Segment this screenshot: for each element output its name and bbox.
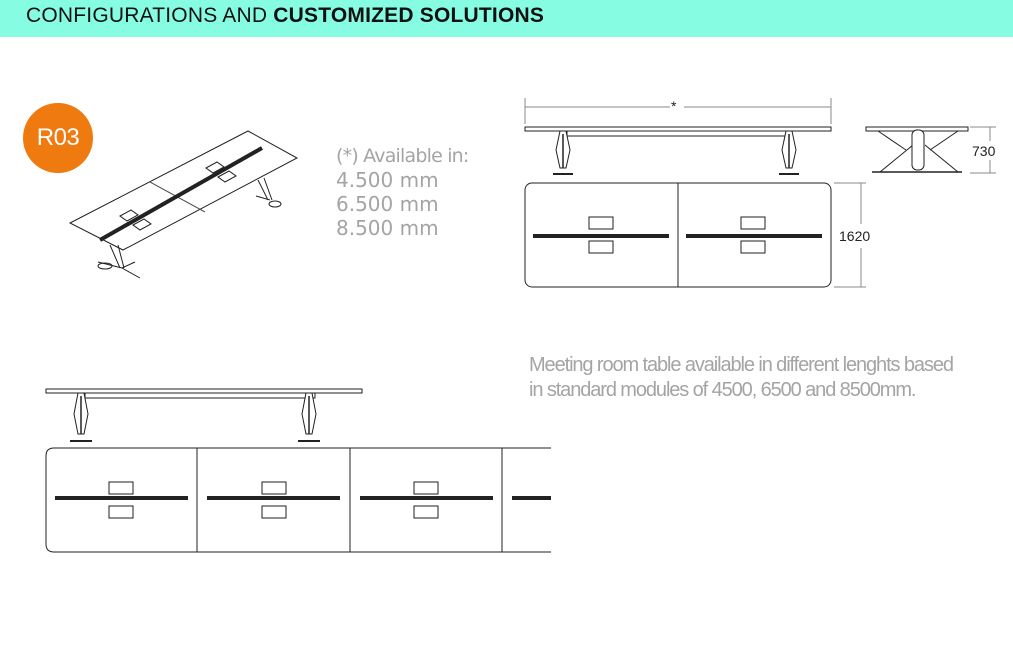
height-dimension-label: 730 — [972, 143, 996, 159]
description-text: Meeting room table available in differen… — [529, 353, 999, 403]
description-line: in standard modules of 4500, 6500 and 85… — [529, 379, 916, 401]
description-line: Meeting room table available in differen… — [529, 354, 954, 376]
header-title-bold: CUSTOMIZED SOLUTIONS — [273, 4, 545, 27]
length-option: 4.500 mm — [336, 168, 439, 192]
length-option: 8.500 mm — [336, 216, 439, 240]
width-dimension-label: 1620 — [839, 228, 871, 244]
length-dimension-label: * — [671, 98, 677, 114]
table-plan-drawing — [524, 182, 866, 288]
model-badge: R03 — [23, 103, 93, 173]
availability-block: (*) Available in: 4.500 mm 6.500 mm 8.50… — [336, 144, 469, 240]
availability-heading: (*) Available in: — [336, 145, 469, 167]
long-table-side-elevation-drawing — [45, 388, 363, 442]
table-end-elevation-drawing — [865, 126, 996, 174]
table-perspective-drawing — [68, 130, 299, 279]
length-option: 6.500 mm — [336, 192, 439, 216]
long-table-plan-drawing — [45, 447, 551, 553]
header-title-regular: CONFIGURATIONS AND — [26, 4, 274, 27]
page-header: CONFIGURATIONS AND CUSTOMIZED SOLUTIONS — [0, 0, 1013, 37]
table-side-elevation-drawing — [524, 98, 832, 175]
